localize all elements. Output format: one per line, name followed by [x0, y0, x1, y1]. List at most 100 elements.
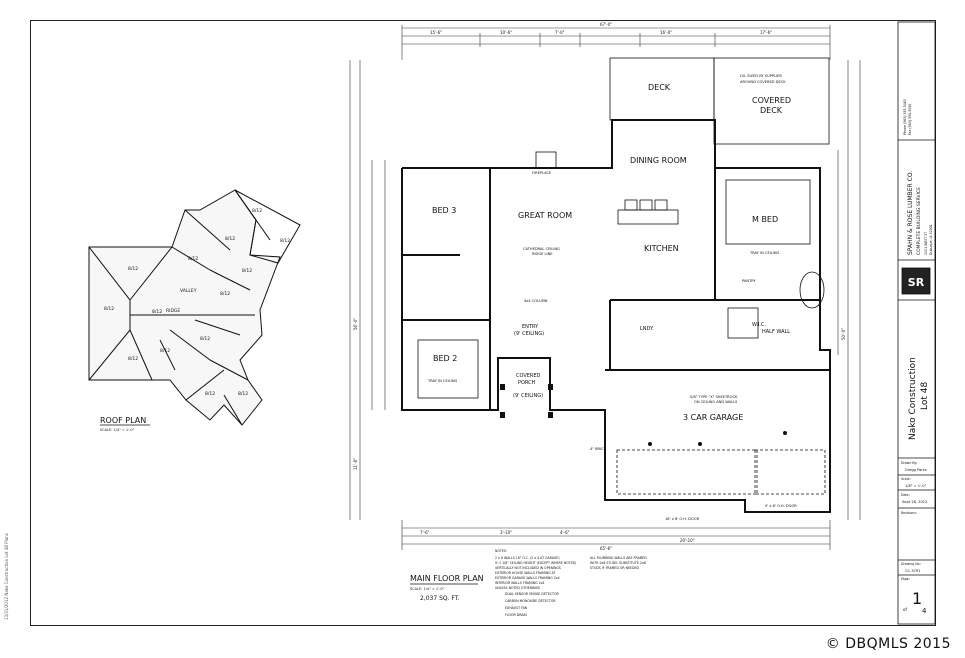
scale-value: 1/8" = 1'-0" — [905, 484, 927, 488]
dimension-lines — [349, 25, 861, 550]
notes-title: NOTES: — [495, 549, 507, 553]
title-block — [897, 21, 936, 625]
porch-ceiling: (9' CEILING) — [513, 393, 543, 399]
note-line: EXTERIOR HOUSE WALLS FRAMING AT — [495, 571, 556, 575]
roof-slope: 8/12 — [220, 291, 230, 297]
note-line: 9'-1 1/8" CEILING HEIGHT (EXCEPT WHERE N… — [495, 561, 576, 565]
dim-bottom: 7'-6" — [420, 530, 430, 535]
room-pantry: PANTRY — [742, 279, 757, 283]
general-notes: NOTES: 2 x 6 WALLS 16" O.C. (2 x 4 AT GA… — [495, 549, 647, 617]
note-line: STUDS IF FRAMED OR NEEDED — [590, 566, 640, 570]
dim-bottom: 3'-10" — [500, 530, 512, 535]
dim-top-overall: 67'-0" — [600, 22, 612, 27]
drawn-by-value: Gregg Parks — [905, 468, 927, 472]
company-service: COMPLETE BUILDING SERVICE — [916, 187, 922, 255]
roof-slope: 8/12 — [238, 391, 248, 397]
roof-slope: 8/12 — [242, 268, 252, 274]
page-number: 1 — [912, 589, 922, 608]
room-covered-porch: COVERED — [516, 373, 541, 379]
page-of: of — [903, 607, 907, 612]
dim-top: 15'-6" — [430, 30, 442, 35]
legend-fan: EXHAUST FAN — [505, 606, 528, 610]
floor-plan-scale: SCALE: 1/4" = 1'-0" — [410, 587, 445, 591]
copyright-notice: © DBQMLS 2015 — [825, 636, 951, 652]
note-line: ALL PLUMBING WALLS ARE FRAMED — [590, 556, 647, 560]
lvl-note-2: AROUND COVERED DECK — [740, 80, 786, 84]
room-covered-deck-2: DECK — [760, 106, 783, 115]
dim-left: 11'-6" — [353, 458, 358, 470]
roof-slope: 8/12 — [128, 266, 138, 272]
roof-slope: 8/12 — [152, 309, 162, 315]
roof-slope: 8/12 — [252, 208, 262, 214]
floor-plan-title: MAIN FLOOR PLAN — [410, 574, 484, 583]
roof-ridge-label: RIDGE — [166, 308, 180, 314]
legend-drain: FLOOR DRAIN — [505, 613, 527, 617]
room-dining: DINING ROOM — [630, 156, 687, 165]
roof-slope: 8/12 — [280, 238, 290, 244]
roof-slope-labels: 8/12 8/12 8/12 8/12 8/12 8/12 8/12 8/12 … — [104, 208, 290, 397]
company-address: 1111 WEST ST — [924, 232, 928, 255]
room-laundry: LNDY. — [640, 326, 654, 332]
note-line: EXTERIOR GARAGE WALLS FRAMING 2x4 — [495, 576, 560, 580]
room-covered-deck: COVERED — [752, 96, 791, 105]
note-line: INTERIOR WALLS FRAMING 2x4 — [495, 581, 545, 585]
room-bed2: BED 2 — [433, 354, 457, 363]
roof-slope: 8/12 — [205, 391, 215, 397]
dim-top: 10'-6" — [500, 30, 512, 35]
drawn-by-label: Drawn By: — [901, 461, 917, 465]
bed2-ceiling-note: TRAY IN CEILING — [427, 379, 458, 383]
page-label: Page: — [901, 577, 910, 581]
room-bed3: BED 3 — [432, 206, 456, 215]
drawing-sheet — [30, 20, 936, 626]
scale-label: Scale: — [901, 477, 911, 481]
room-entry: ENTRY — [522, 324, 539, 330]
dim-top: 17'-6" — [760, 30, 772, 35]
legend-smoke: DUAL SENSOR SMOKE DETECTOR — [505, 592, 559, 596]
dim-top: 16'-0" — [660, 30, 672, 35]
ridge-line-note: RIDGE LINE — [532, 252, 553, 256]
floor-plan-walls — [401, 119, 831, 513]
roof-slope: 8/12 — [128, 356, 138, 362]
floor-plan-area: 2,037 SQ. FT. — [420, 595, 460, 602]
drawing-no-label: Drawing No: — [901, 562, 921, 566]
project-lot: Lot 48 — [920, 382, 930, 410]
company-city: Dubuque, IA 52001 — [929, 224, 933, 255]
brick-note: 4" BRICK — [590, 447, 607, 451]
sheetrock-note: 5/8" TYPE "X" SHEETROCK — [690, 395, 738, 399]
roof-valley-label: VALLEY — [180, 288, 197, 294]
dim-top: 7'-0" — [555, 30, 565, 35]
side-file-note: 13/31/2012 Nako Construction Lot 48 Plan… — [4, 533, 9, 620]
room-kitchen: KITCHEN — [644, 244, 679, 253]
roof-slope: 8/12 — [188, 256, 198, 262]
note-line: VERTICALLY NOT INCLUDED IN OPENINGS — [495, 566, 561, 570]
half-wall-label: HALF WALL — [762, 329, 790, 335]
fireplace-label: FIREPLACE — [532, 171, 552, 175]
dim-bottom: 20'-10" — [680, 538, 695, 543]
company-fax: Fax (563) 555-5050 — [908, 104, 912, 135]
drawing-no-value: CC-3791 — [905, 569, 920, 573]
room-mbed: M BED — [752, 215, 778, 224]
note-line: UNLESS NOTED OTHERWISE — [495, 586, 540, 590]
entry-ceiling: (9' CEILING) — [514, 331, 544, 337]
cathedral-note: CATHEDRAL CEILING — [523, 247, 560, 251]
note-line: WITH 2x6 STUDS. SUBSTITUTE 2x6 — [590, 561, 646, 565]
room-deck: DECK — [648, 83, 671, 92]
page-total: 4 — [922, 607, 927, 615]
roof-slope: 8/12 — [200, 336, 210, 342]
dim-right: 50'-0" — [841, 328, 846, 340]
dim-bottom: 4'-6" — [560, 530, 570, 535]
legend-co: CARBON MONOXIDE DETECTOR — [505, 599, 556, 603]
revisions-label: Revisions: — [901, 511, 917, 515]
date-value: Sept 28, 2012 — [902, 500, 927, 504]
company-logo: SR — [908, 276, 925, 289]
dim-left: 56'-0" — [353, 318, 358, 330]
sheetrock-note-2: ON CEILING AND WALLS — [694, 400, 738, 404]
roof-slope: 8/12 — [225, 236, 235, 242]
company-phone: Phone (563) 555-5483 — [903, 99, 907, 135]
garage-door-main: 16' x 8' O.H. DOOR — [665, 517, 700, 521]
roof-slope: 8/12 — [160, 348, 170, 354]
mbed-ceiling-note: TRAY IN CEILING — [749, 251, 780, 255]
roof-plan — [88, 189, 301, 426]
roof-plan-scale: SCALE: 1/4" = 1'-0" — [100, 428, 135, 432]
roof-slope: 8/12 — [104, 306, 114, 312]
